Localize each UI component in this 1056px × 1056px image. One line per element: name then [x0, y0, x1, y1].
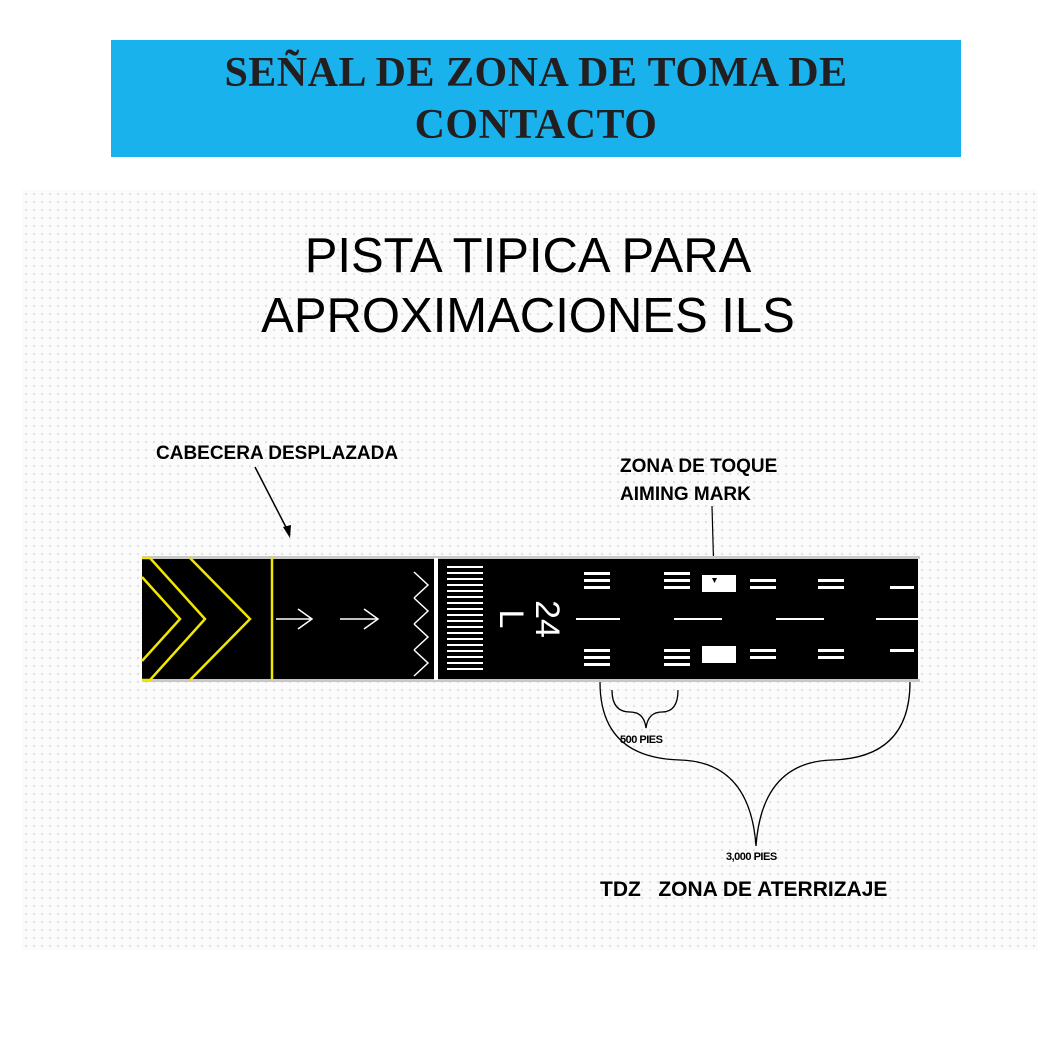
displaced-threshold-label: CABECERA DESPLAZADA: [156, 443, 398, 464]
displaced-threshold-pointer: [254, 466, 291, 536]
dimension-braces: [599, 681, 911, 847]
diagram-title-line1: PISTA TIPICA PARA: [304, 229, 752, 283]
chevron-2: [142, 556, 207, 682]
diagram-title-line2: APROXIMACIONES ILS: [261, 289, 795, 343]
aiming-mark-bottom: [702, 646, 736, 663]
displaced-threshold-arrows: [276, 571, 430, 677]
blast-pad-chevrons: [141, 556, 274, 682]
brace-500: [611, 689, 679, 729]
chevron-1: [141, 576, 182, 662]
dist-500-label: 500 PIES: [620, 734, 663, 746]
title-banner: SEÑAL DE ZONA DE TOMA DE CONTACTO: [111, 40, 961, 157]
banner-title: SEÑAL DE ZONA DE TOMA DE CONTACTO: [224, 49, 848, 148]
runway-suffix: L: [492, 610, 530, 629]
runway: 24 L: [141, 556, 920, 682]
tdz-markings-top: [584, 572, 914, 589]
aiming-arrow-icon: [712, 578, 717, 583]
aiming-mark-top: [702, 575, 736, 592]
aiming-mark-label-line1: ZONA DE TOQUE: [620, 456, 777, 477]
aiming-mark-label-line2: AIMING MARK: [620, 484, 751, 505]
chevron-3: [189, 557, 252, 681]
brace-3000: [599, 681, 911, 847]
runway-edge-top: [142, 556, 920, 559]
tdz-markings-bottom: [584, 649, 914, 666]
tdz-label: TDZ ZONA DE ATERRIZAJE: [600, 878, 887, 901]
diagram-title: PISTA TIPICA PARA APROXIMACIONES ILS: [0, 226, 1056, 346]
runway-number: 24: [528, 600, 566, 638]
threshold-bar: [434, 558, 438, 680]
arrowhead-icon: [283, 525, 291, 538]
threshold-markings: [447, 566, 483, 670]
centerline: [576, 618, 920, 620]
dist-3000-label: 3,000 PIES: [726, 851, 777, 863]
runway-edge-bottom: [142, 679, 920, 682]
